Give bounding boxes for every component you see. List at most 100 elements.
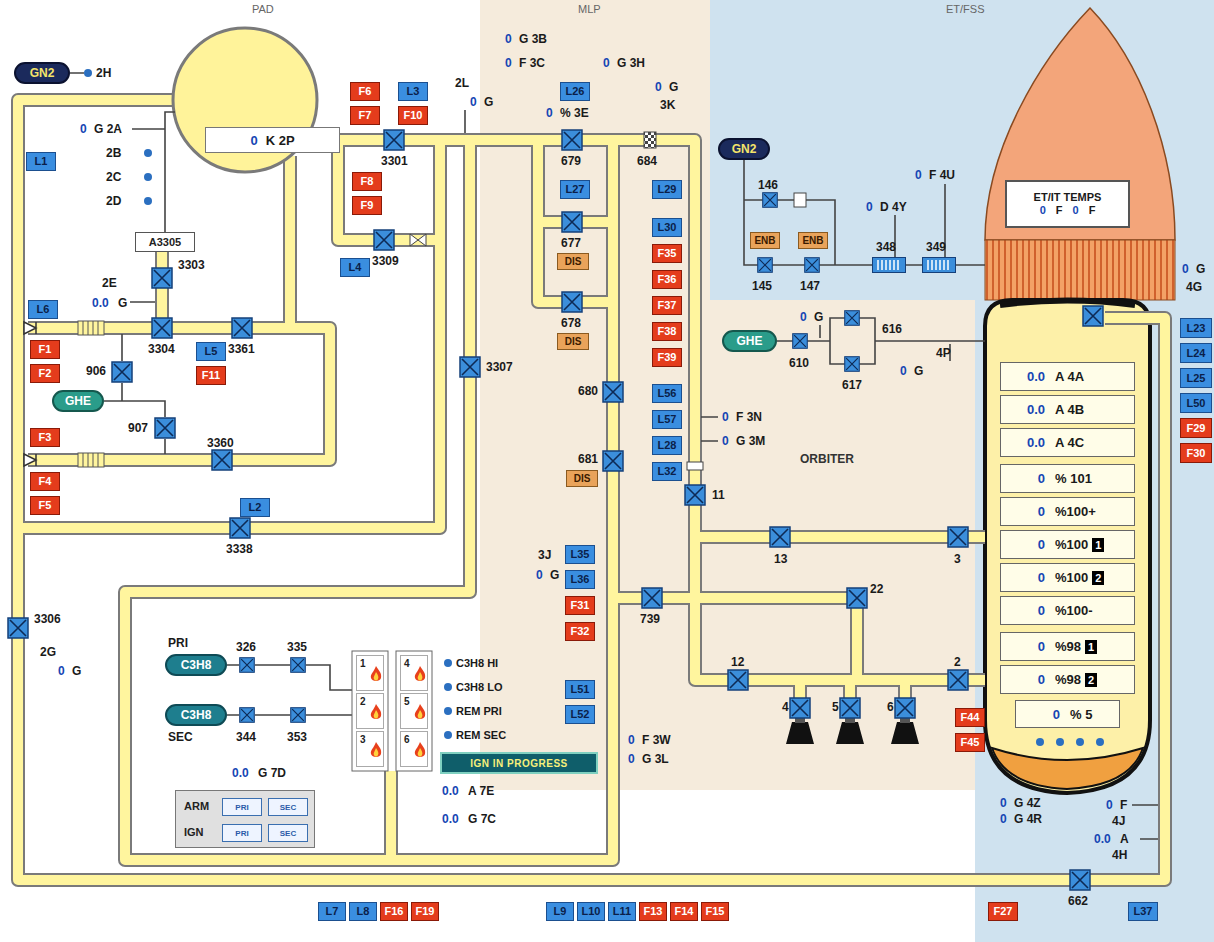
heat-exchanger-symbol [923, 258, 956, 273]
pipe [18, 100, 1165, 880]
panel-button: PRI [222, 798, 262, 816]
node-text: 1 [1092, 538, 1104, 552]
readout-value: 0 [866, 200, 873, 214]
valve-number: 3J [538, 548, 551, 562]
readout-box: 0%1001 [1000, 530, 1135, 559]
valve-number: 2E [102, 276, 117, 290]
valve-number: 681 [578, 452, 598, 466]
control-panel: ARMIGNPRISECPRISEC [175, 790, 315, 848]
node-text: L9 [554, 905, 567, 918]
node-text: F39 [658, 351, 677, 364]
node-text: 1 [360, 657, 366, 670]
node-text: 5 [404, 695, 410, 708]
readout-unit: G 3H [617, 56, 645, 70]
valve-number: 678 [561, 316, 581, 330]
valve-number: 3306 [34, 612, 61, 626]
readout-unit: % 3E [560, 106, 589, 120]
node-text: L26 [566, 85, 585, 98]
valve-number: 680 [578, 384, 598, 398]
valve-number: 617 [842, 378, 862, 392]
node-text: L51 [571, 683, 590, 696]
status-light: L28 [652, 436, 682, 455]
node-text: 0.0 [1003, 403, 1045, 416]
area-label: ORBITER [800, 452, 854, 466]
area-header: MLP [578, 2, 601, 16]
filter-symbol [78, 453, 104, 467]
readout-unit: G [550, 568, 559, 582]
indicator-dots [84, 69, 1104, 746]
node-text: 0 [1003, 538, 1045, 551]
readout-box: 0K 2P [205, 127, 340, 153]
valve-number: 11 [712, 488, 725, 502]
node-text: L8 [357, 905, 370, 918]
readout-value: 0 [546, 106, 553, 120]
fault-light: F6 [350, 82, 380, 101]
node-text: 0 [1003, 472, 1045, 485]
readout-box: 0%100- [1000, 596, 1135, 625]
node-text: 0 [1003, 505, 1045, 518]
status-light: L26 [560, 82, 590, 101]
status-light: L4 [340, 258, 370, 277]
fault-light: F11 [196, 366, 226, 385]
fault-light: F7 [350, 106, 380, 125]
node-text: 0 [1073, 204, 1079, 216]
readout-value: 0 [470, 95, 477, 109]
node-text: 0 [1003, 673, 1045, 686]
readout-unit: G [72, 664, 81, 678]
igniter-cell: 3 [356, 731, 384, 767]
readout-value: 0.0 [92, 296, 109, 310]
fault-light: F15 [701, 902, 729, 921]
node-text: IGN [184, 826, 204, 839]
node-text: 0 [250, 134, 257, 147]
valve-number: 3303 [178, 258, 205, 272]
node-text: F45 [961, 736, 980, 749]
fault-light: F3 [30, 428, 60, 447]
readout-value: 0 [800, 310, 807, 324]
readout-value: 0 [628, 752, 635, 766]
node-text: A 4C [1055, 436, 1084, 449]
node-text: L4 [349, 261, 362, 274]
node-text: %98 [1055, 673, 1081, 686]
status-light: L23 [1180, 318, 1212, 338]
valves [8, 130, 1103, 890]
node-text: F14 [675, 905, 694, 918]
node-text: 0.0 [1003, 370, 1045, 383]
status-light: L32 [652, 462, 682, 481]
node-text: L1 [35, 155, 48, 168]
status-light: L5 [196, 342, 226, 361]
readout-unit: D 4Y [880, 200, 907, 214]
fault-light: F32 [565, 622, 595, 641]
node-text: A3305 [149, 236, 181, 249]
node-text: PRI [235, 801, 248, 814]
status-light: L7 [318, 902, 346, 921]
readout-box: 0.0A 4B [1000, 395, 1135, 424]
node-text: F8 [361, 175, 374, 188]
node-text: 0 [1040, 204, 1046, 216]
valve-number: 3309 [372, 254, 399, 268]
node-text: L24 [1187, 347, 1206, 360]
panel-button: PRI [222, 824, 262, 842]
node-text: F19 [416, 905, 435, 918]
flame-icon [371, 742, 381, 757]
node-text: GHE [65, 395, 91, 408]
readout-value: 0 [536, 568, 543, 582]
fault-light: F19 [411, 902, 439, 921]
bowtie-symbol [410, 234, 426, 246]
status-light: L24 [1180, 343, 1212, 363]
node-text: 0 [1018, 708, 1060, 721]
node-text: A 4A [1055, 370, 1084, 383]
status-label: C3H8 HI [456, 656, 498, 670]
valve-number: PRI [168, 636, 188, 650]
node-text: F35 [658, 247, 677, 260]
readout-unit: F 3N [736, 410, 762, 424]
node-text: L5 [205, 345, 218, 358]
readout-value: 0 [1182, 262, 1189, 276]
heat-exchanger-symbol [873, 258, 906, 273]
node-text: %98 [1055, 640, 1081, 653]
node-text: %100+ [1055, 505, 1096, 518]
readout-unit: F 4U [929, 168, 955, 182]
readout-unit: G 3B [519, 32, 547, 46]
igniter-bank [396, 651, 432, 771]
readout-unit: G [814, 310, 823, 324]
node-text: L30 [658, 221, 677, 234]
